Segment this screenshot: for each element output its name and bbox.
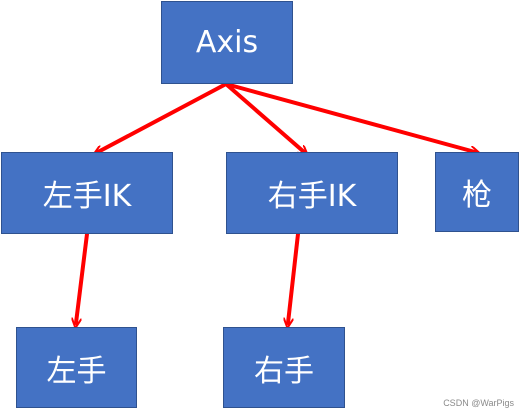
node-gun-label: 枪 — [462, 178, 492, 213]
node-axis-label: Axis — [195, 25, 259, 60]
node-right-hand: 右手 — [223, 327, 345, 408]
node-left-hand: 左手 — [16, 327, 137, 408]
node-right-ik-label: 右手IK — [267, 179, 357, 214]
node-right-ik: 右手IK — [226, 152, 398, 234]
node-left-hand-label: 左手 — [46, 353, 107, 389]
watermark: CSDN @WarPigs — [443, 398, 514, 408]
node-left-ik-label: 左手IK — [42, 179, 132, 214]
arrow-axis-to-right-ik — [224, 82, 304, 152]
arrow-right-ik-to-right-hand — [288, 232, 300, 323]
arrow-axis-to-gun — [224, 82, 475, 152]
node-left-ik: 左手IK — [1, 152, 173, 234]
node-gun: 枪 — [435, 152, 519, 232]
node-axis: Axis — [161, 1, 293, 84]
node-right-hand-label: 右手 — [254, 353, 314, 389]
arrow-axis-to-left-ik — [98, 82, 228, 152]
edges-group — [76, 82, 475, 323]
arrow-left-ik-to-left-hand — [76, 232, 89, 323]
